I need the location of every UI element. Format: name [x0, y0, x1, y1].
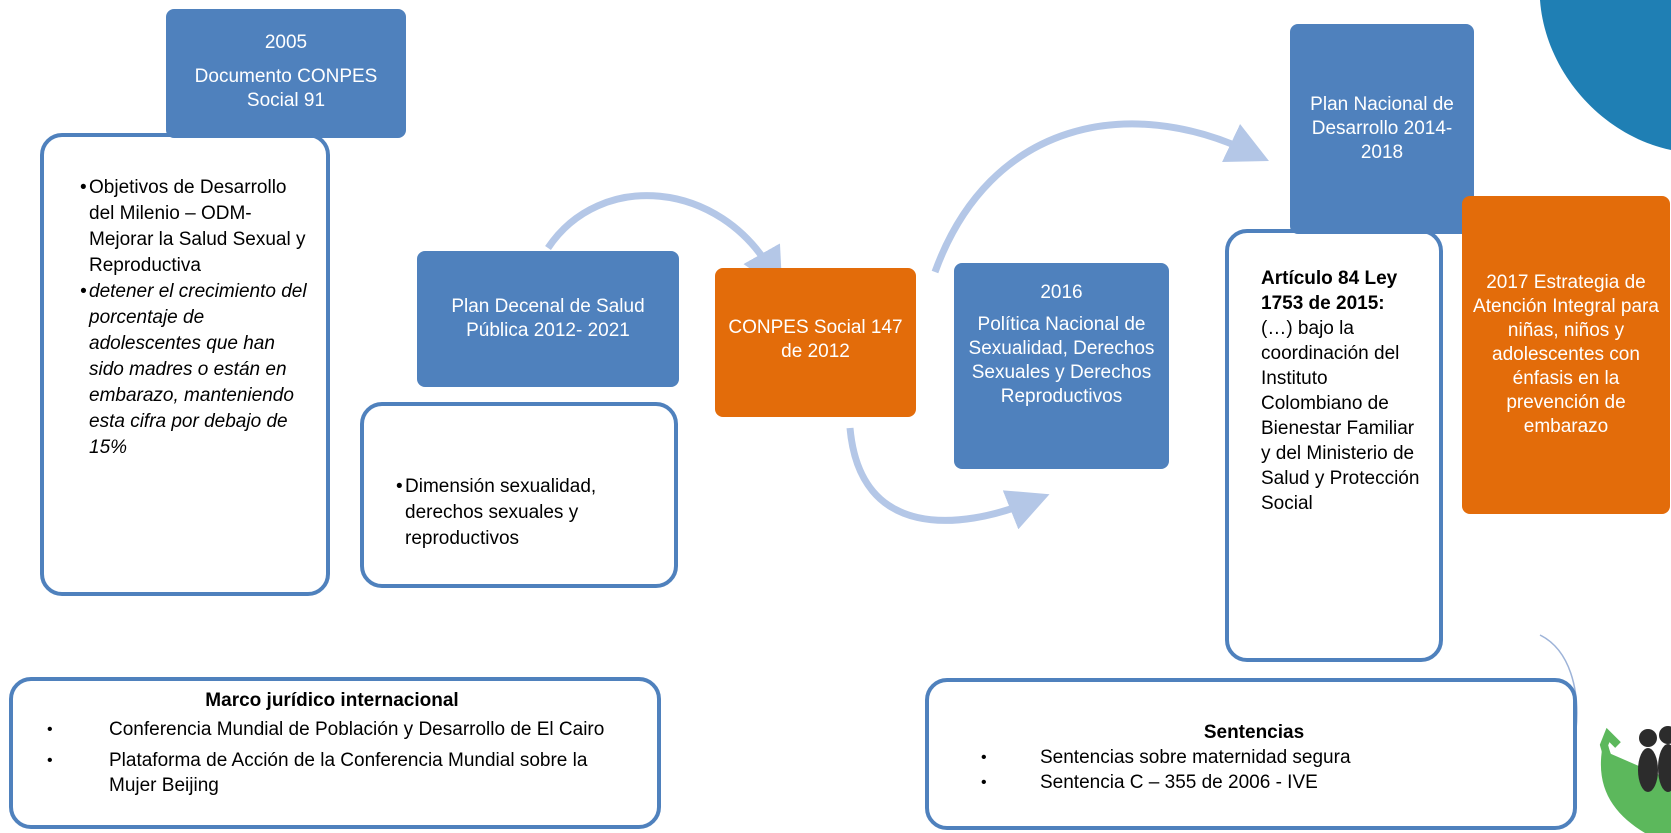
- bullet-icon: •: [396, 476, 403, 497]
- bullet-icon: •: [80, 177, 87, 198]
- plan-nacional-title: Plan Nacional de Desarrollo 2014-2018: [1310, 94, 1454, 163]
- politica-2016-year: 2016: [1040, 282, 1083, 303]
- sentencias-title: Sentencias: [1203, 722, 1305, 743]
- list-item: • Sentencia C – 355 de 2006 - IVE: [981, 772, 1318, 793]
- politica-2016-box: 2016 Política Nacional de Sexualidad, De…: [954, 263, 1169, 469]
- arrow-politica-to-plan-nacional: [931, 120, 1269, 274]
- articulo-84-text: Artículo 84 Ley 1753 de 2015: (…) bajo l…: [1261, 268, 1420, 514]
- bullet-icon: •: [80, 281, 87, 302]
- conpes-91-bullet: • detener el crecimiento del porcentaje …: [80, 279, 308, 461]
- bullet-icon: •: [47, 752, 53, 769]
- arrow-plan-decenal-to-conpes: [545, 192, 783, 291]
- conpes-91-year: 2005: [264, 32, 308, 53]
- conpes-91-detail-box: • Objetivos de Desarrollo del Milenio – …: [40, 133, 330, 596]
- conpes-147-box: CONPES Social 147 de 2012: [715, 268, 916, 417]
- marco-internacional-title: Marco jurídico internacional: [205, 690, 459, 711]
- list-item: • Plataforma de Acción de la Conferencia…: [47, 750, 588, 796]
- bullet-icon: •: [981, 774, 987, 791]
- plan-decenal-detail-box: • Dimensión sexualidad, derechos sexuale…: [360, 402, 678, 588]
- sentencias-box: Sentencias • Sentencias sobre maternidad…: [925, 678, 1577, 830]
- estrategia-2017-box: 2017 Estrategia de Atención Integral par…: [1462, 196, 1670, 514]
- list-item: • Sentencias sobre maternidad segura: [981, 747, 1351, 768]
- logo-icon: [1599, 726, 1671, 833]
- plan-decenal-bullet: • Dimensión sexualidad, derechos sexuale…: [396, 474, 654, 552]
- list-item: • Conferencia Mundial de Población y Des…: [47, 719, 605, 740]
- plan-decenal-title: Plan Decenal de Salud Pública 2012- 2021: [451, 296, 645, 341]
- conpes-91-bullet: • Objetivos de Desarrollo del Milenio – …: [80, 175, 308, 279]
- arrow-conpes-to-politica: [846, 427, 1050, 530]
- bullet-icon: •: [981, 749, 987, 766]
- articulo-84-detail-box: Artículo 84 Ley 1753 de 2015: (…) bajo l…: [1225, 229, 1443, 662]
- plan-nacional-box: Plan Nacional de Desarrollo 2014-2018: [1290, 24, 1474, 234]
- marco-internacional-box: Marco jurídico internacional • Conferenc…: [9, 677, 661, 829]
- plan-decenal-box: Plan Decenal de Salud Pública 2012- 2021: [417, 251, 679, 387]
- bullet-icon: •: [47, 721, 53, 738]
- conpes-147-title: CONPES Social 147 de 2012: [728, 317, 903, 362]
- conpes-91-header-box: 2005 Documento CONPES Social 91: [166, 9, 406, 138]
- estrategia-2017-title: 2017 Estrategia de Atención Integral par…: [1473, 272, 1659, 437]
- conpes-91-title: Documento CONPES Social 91: [194, 66, 378, 111]
- corner-decoration: [1540, 0, 1671, 150]
- politica-2016-title: Política Nacional de Sexualidad, Derecho…: [968, 314, 1155, 407]
